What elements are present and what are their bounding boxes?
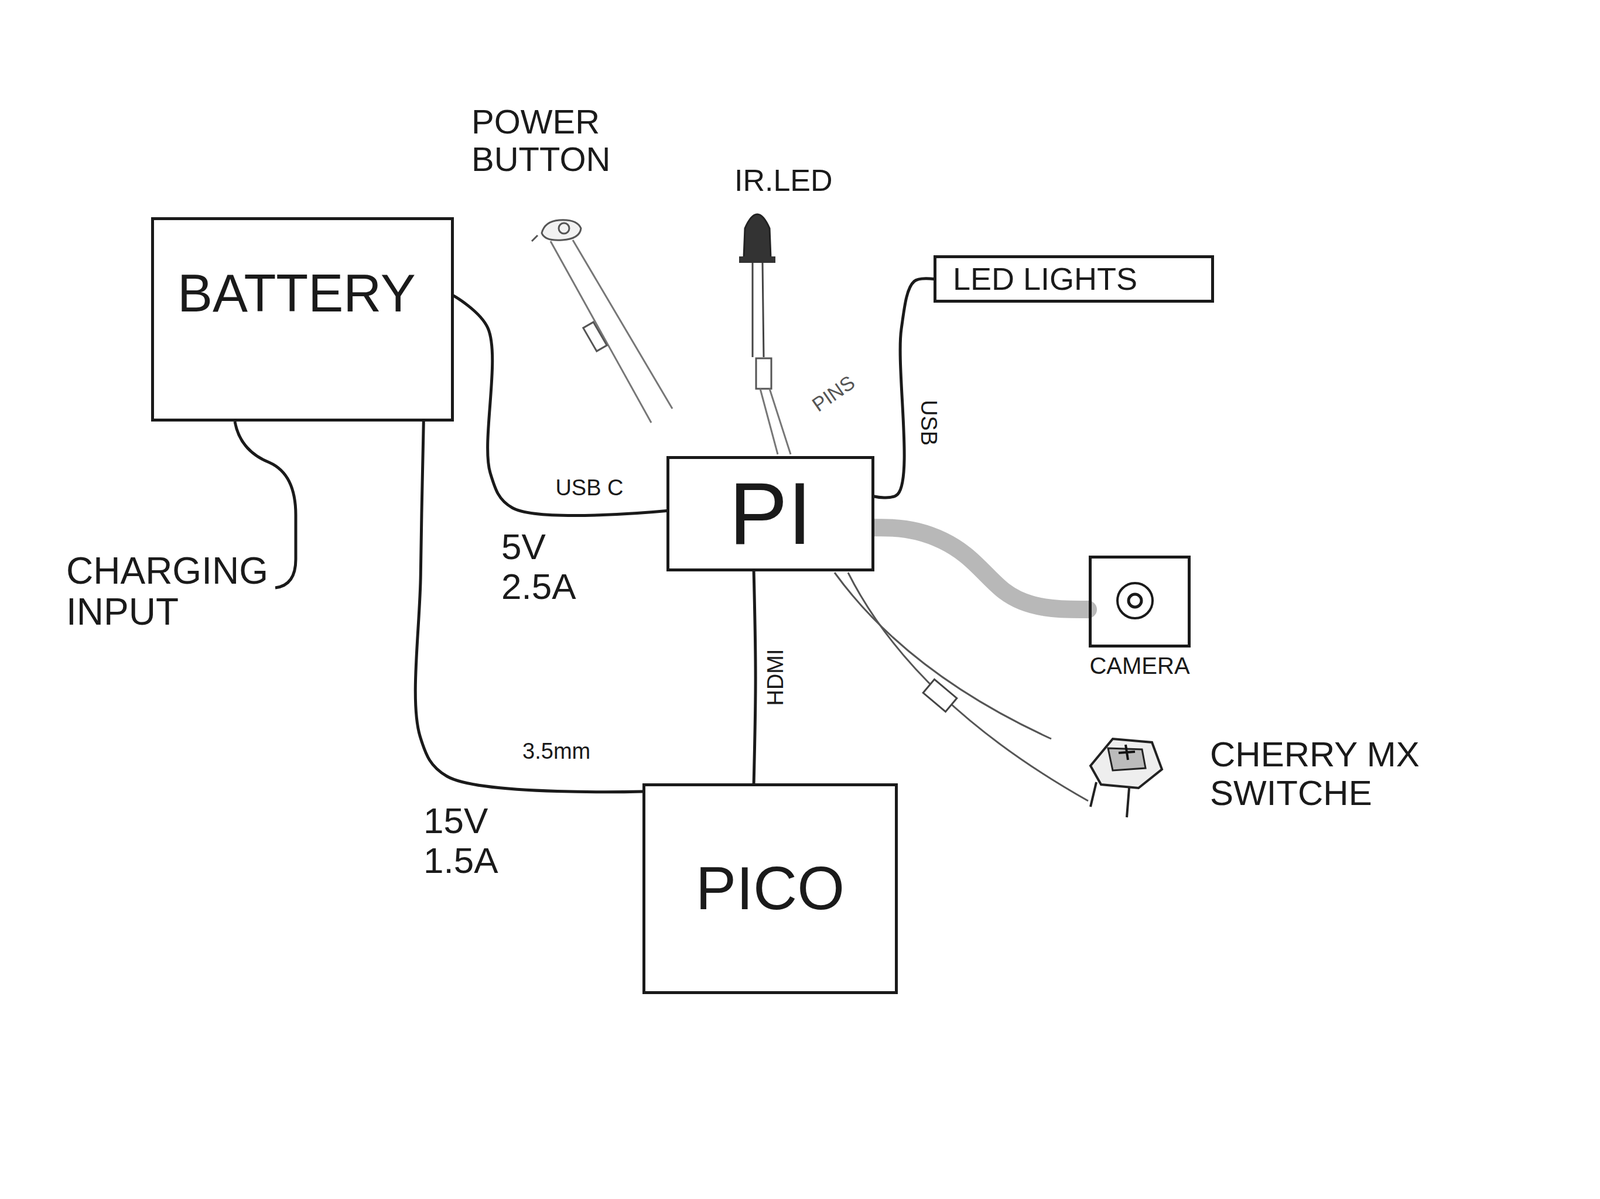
cherry-mx-switch-symbol: [1090, 739, 1162, 818]
part-name: CHERRY MX SWITCHE: [1209, 735, 1456, 813]
pi-box: PI: [666, 456, 875, 572]
led-strip-box: LED LIGHTS: [933, 255, 1215, 303]
node-title: LED LIGHTS: [952, 262, 1138, 296]
cable-label: USB: [915, 397, 942, 449]
part-name: IR.LED: [734, 163, 875, 198]
pico-box: PICO: [642, 783, 898, 995]
power-rating: 5V 2.5A: [501, 527, 590, 607]
cable: [415, 421, 643, 793]
cable-label: HDMI: [763, 645, 789, 709]
power-button-symbol: [531, 220, 673, 423]
part-name: POWER BUTTON: [471, 103, 630, 179]
node-title: PICO: [695, 856, 845, 921]
battery-box: BATTERY: [151, 217, 454, 422]
ir-led-symbol: [739, 214, 791, 455]
cable: [753, 571, 756, 784]
cable-label: USB C: [552, 475, 627, 502]
node-title: BATTERY: [177, 265, 416, 322]
wire-note: PINS: [808, 357, 879, 416]
camera-lens: [1091, 558, 1188, 645]
camera-body: [1088, 555, 1191, 648]
power-rating: 15V 1.5A: [423, 801, 512, 881]
cable: [453, 295, 667, 516]
node-title: PI: [729, 467, 813, 561]
camera-module: CAMERA: [1088, 555, 1192, 679]
cable: [874, 278, 934, 498]
cable-label: 3.5mm: [519, 739, 594, 765]
port-name: CHARGING INPUT: [66, 550, 283, 634]
node-title: CAMERA: [1089, 653, 1190, 679]
ribbon-cable: [874, 527, 1089, 610]
